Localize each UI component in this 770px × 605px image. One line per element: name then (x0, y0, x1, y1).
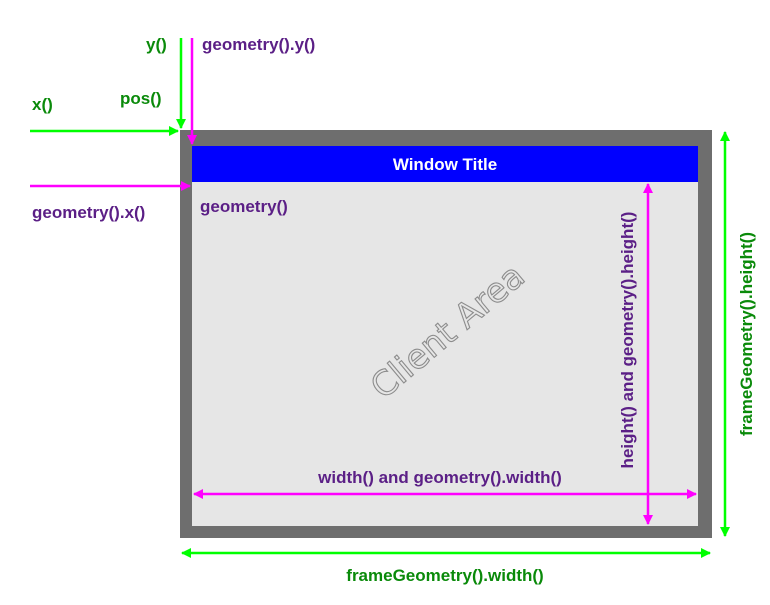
width-label: width() and geometry().width() (317, 468, 562, 487)
frame-height-label: frameGeometry().height() (737, 232, 756, 436)
frame-width-label: frameGeometry().width() (346, 566, 543, 585)
height-label: height() and geometry().height() (618, 212, 637, 469)
client-area (192, 146, 698, 526)
title-bar (192, 146, 698, 182)
geometry-label: geometry() (200, 197, 288, 216)
x-label: x() (32, 95, 53, 114)
pos-label: pos() (120, 89, 162, 108)
geometry-x-label: geometry().x() (32, 203, 145, 222)
window-title: Window Title (393, 155, 497, 174)
geometry-y-label: geometry().y() (202, 35, 315, 54)
y-label: y() (146, 35, 167, 54)
